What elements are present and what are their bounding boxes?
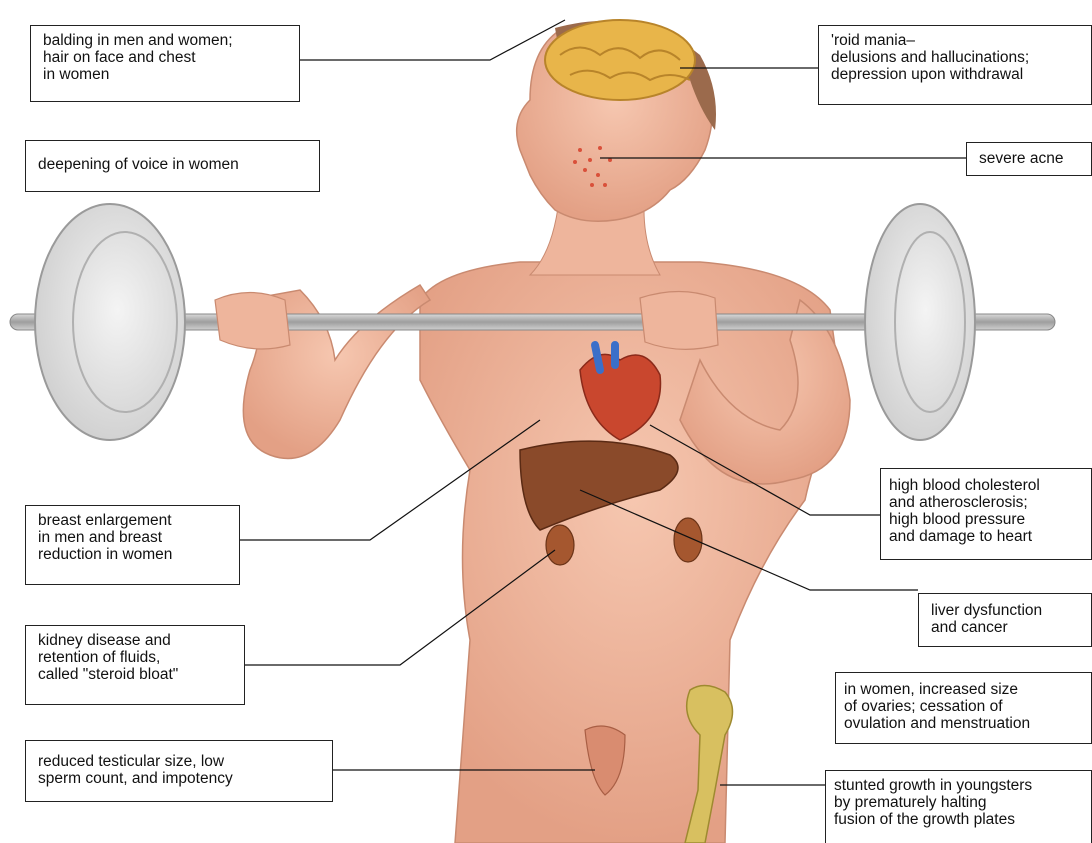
label-voice: deepening of voice in women	[25, 140, 320, 192]
label-text: kidney disease and	[38, 632, 232, 649]
label-text: in men and breast	[38, 529, 227, 546]
label-text: high blood pressure	[889, 511, 1083, 528]
label-text: in women	[43, 66, 287, 83]
right-kidney-icon	[674, 518, 702, 562]
label-text: of ovaries; cessation of	[844, 698, 1083, 715]
right-weight-plate	[865, 204, 975, 440]
label-growth: stunted growth in youngsters by prematur…	[825, 770, 1092, 843]
label-text: high blood cholesterol	[889, 477, 1083, 494]
label-text: and atherosclerosis;	[889, 494, 1083, 511]
label-kidney: kidney disease and retention of fluids, …	[25, 625, 245, 705]
left-hand	[215, 293, 290, 350]
label-text: breast enlargement	[38, 512, 227, 529]
label-testes: reduced testicular size, low sperm count…	[25, 740, 333, 802]
label-text: reduced testicular size, low	[38, 753, 320, 770]
left-kidney-icon	[546, 525, 574, 565]
left-weight-plate	[35, 204, 185, 440]
label-text: deepening of voice in women	[38, 156, 307, 173]
label-text: ovulation and menstruation	[844, 715, 1083, 732]
label-text: depression upon withdrawal	[831, 66, 1079, 83]
label-text: and cancer	[931, 619, 1079, 636]
body-figure	[243, 20, 850, 843]
label-text: by prematurely halting	[834, 794, 1083, 811]
label-liver: liver dysfunction and cancer	[918, 593, 1092, 647]
label-text: stunted growth in youngsters	[834, 777, 1083, 794]
label-text: fusion of the growth plates	[834, 811, 1083, 828]
label-ovaries: in women, increased size of ovaries; ces…	[835, 672, 1092, 744]
torso	[420, 262, 845, 843]
label-text: retention of fluids,	[38, 649, 232, 666]
label-text: hair on face and chest	[43, 49, 287, 66]
label-text: balding in men and women;	[43, 32, 287, 49]
label-text: reduction in women	[38, 546, 227, 563]
brain-icon	[545, 20, 695, 100]
leader-balding	[299, 20, 565, 60]
label-text: liver dysfunction	[931, 602, 1079, 619]
label-heart: high blood cholesterol and atheroscleros…	[880, 468, 1092, 560]
label-balding: balding in men and women; hair on face a…	[30, 25, 300, 102]
label-text: delusions and hallucinations;	[831, 49, 1079, 66]
label-acne: severe acne	[966, 142, 1092, 176]
label-text: in women, increased size	[844, 681, 1083, 698]
label-text: severe acne	[979, 150, 1079, 167]
label-text: 'roid mania–	[831, 32, 1079, 49]
right-hand	[640, 292, 718, 350]
label-text: sperm count, and impotency	[38, 770, 320, 787]
label-breast: breast enlargement in men and breast red…	[25, 505, 240, 585]
label-text: called "steroid bloat"	[38, 666, 232, 683]
label-text: and damage to heart	[889, 528, 1083, 545]
label-roid: 'roid mania– delusions and hallucination…	[818, 25, 1092, 105]
